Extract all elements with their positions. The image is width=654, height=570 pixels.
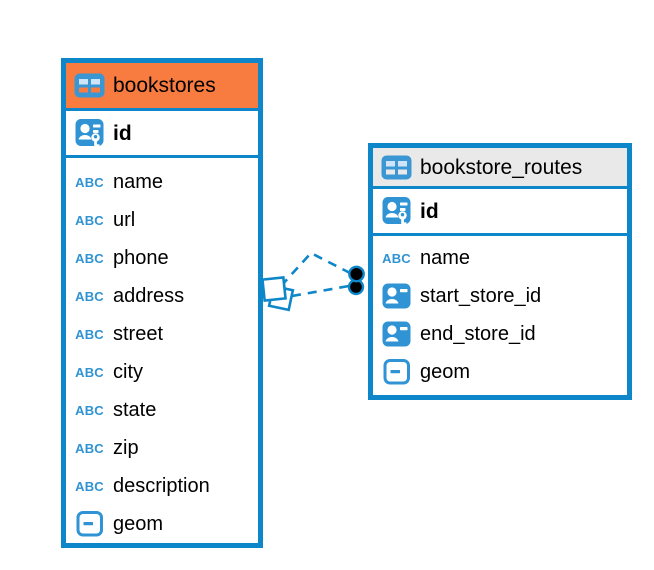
text-icon: ABC: [75, 402, 104, 418]
column-row-id[interactable]: id: [66, 111, 258, 155]
relationship-line-lower[interactable]: [291, 284, 350, 298]
column-name: id: [113, 121, 132, 145]
foreign-key-icon: [381, 282, 412, 310]
column-name: start_store_id: [420, 285, 542, 307]
primary-key-section: id: [373, 189, 627, 236]
column-row-geom[interactable]: geom: [373, 353, 627, 391]
text-icon: ABC: [75, 288, 104, 304]
column-row-url[interactable]: ABC url: [66, 201, 258, 239]
column-name: city: [113, 361, 143, 383]
column-row-state[interactable]: ABC state: [66, 391, 258, 429]
relationship-dot-markers[interactable]: [347, 265, 365, 296]
column-row-address[interactable]: ABC address: [66, 277, 258, 315]
table-node-bookstore-routes[interactable]: bookstore_routes id ABC name start_store_i…: [368, 143, 632, 400]
primary-key-icon: [74, 118, 105, 149]
geometry-icon: [74, 510, 105, 538]
relationship-line-upper[interactable]: [280, 251, 351, 287]
text-icon: ABC: [75, 440, 104, 456]
foreign-key-icon: [381, 320, 412, 348]
text-icon: ABC: [382, 250, 411, 266]
column-name: end_store_id: [420, 323, 536, 345]
text-icon: ABC: [75, 478, 104, 494]
table-header-bookstores[interactable]: bookstores: [66, 63, 258, 111]
column-name: phone: [113, 247, 169, 269]
column-name: address: [113, 285, 185, 307]
column-name: geom: [113, 513, 164, 535]
column-name: geom: [420, 361, 471, 383]
primary-key-section: id: [66, 111, 258, 158]
column-row-id[interactable]: id: [373, 189, 627, 233]
column-row-name[interactable]: ABC name: [66, 163, 258, 201]
primary-key-icon: [381, 196, 412, 227]
column-row-geom[interactable]: geom: [66, 505, 258, 543]
table-title: bookstore_routes: [420, 155, 583, 179]
column-row-phone[interactable]: ABC phone: [66, 239, 258, 277]
column-name: street: [113, 323, 164, 345]
column-row-description[interactable]: ABC description: [66, 467, 258, 505]
table-header-bookstore-routes[interactable]: bookstore_routes: [373, 148, 627, 189]
column-name: description: [113, 475, 210, 497]
column-name: name: [113, 171, 164, 193]
table-title: bookstores: [113, 74, 216, 97]
column-row-end_store_id[interactable]: end_store_id: [373, 315, 627, 353]
text-icon: ABC: [75, 250, 104, 266]
column-name: state: [113, 399, 157, 421]
table-icon: [381, 155, 412, 180]
column-row-start_store_id[interactable]: start_store_id: [373, 277, 627, 315]
geometry-icon: [381, 358, 412, 386]
column-name: name: [420, 247, 471, 269]
text-icon: ABC: [75, 174, 104, 190]
column-name: url: [113, 209, 136, 231]
table-icon: [74, 73, 105, 98]
column-name: zip: [113, 437, 139, 459]
column-row-city[interactable]: ABC city: [66, 353, 258, 391]
text-icon: ABC: [75, 364, 104, 380]
text-icon: ABC: [75, 326, 104, 342]
column-name: id: [420, 199, 439, 223]
relationship-diamond-marker[interactable]: [261, 276, 295, 312]
column-row-street[interactable]: ABC street: [66, 315, 258, 353]
text-icon: ABC: [75, 212, 104, 228]
column-row-zip[interactable]: ABC zip: [66, 429, 258, 467]
column-row-name[interactable]: ABC name: [373, 239, 627, 277]
